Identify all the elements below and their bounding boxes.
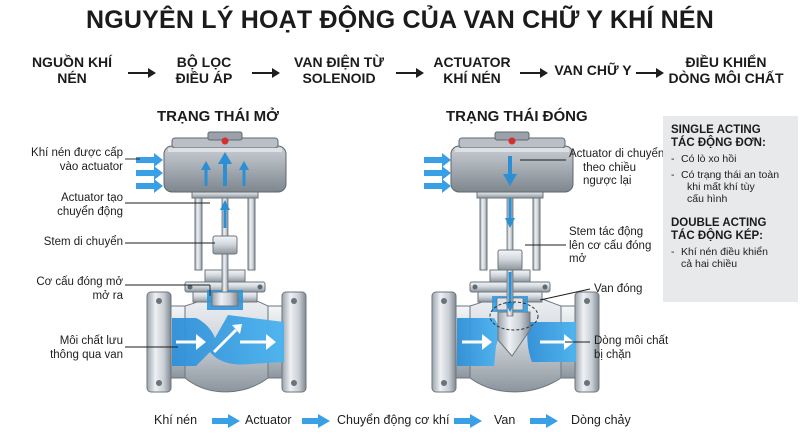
flow-step-y-valve: VAN CHỮ Y bbox=[554, 62, 632, 78]
open-state-title: TRẠNG THÁI MỞ bbox=[157, 108, 279, 125]
flow-arrow-icon bbox=[128, 68, 156, 78]
blue-arrow-icon bbox=[302, 414, 330, 428]
closed-leader-lines bbox=[520, 159, 591, 343]
flow-arrow-icon bbox=[520, 68, 548, 78]
closed-label-valve-closed: Van đóng bbox=[594, 283, 643, 295]
single-acting-subtitle: TÁC ĐỘNG ĐƠN: bbox=[671, 137, 766, 149]
bottom-step-flow: Dòng chảy bbox=[571, 413, 631, 427]
single-acting-title: SINGLE ACTING bbox=[671, 124, 761, 136]
bottom-flow: Khí nén Actuator Chuyển động cơ khí Van … bbox=[0, 411, 800, 431]
open-leader-lines bbox=[125, 158, 215, 348]
double-acting-subtitle: TÁC ĐỘNG KÉP: bbox=[671, 230, 763, 242]
flow-arrow-icon bbox=[252, 68, 280, 78]
bottom-step-actuator: Actuator bbox=[245, 413, 292, 427]
acting-type-panel: SINGLE ACTING TÁC ĐỘNG ĐƠN: -Có lò xo hồ… bbox=[663, 116, 798, 302]
bottom-step-valve: Van bbox=[494, 413, 516, 427]
bottom-step-air: Khí nén bbox=[154, 413, 198, 427]
closed-state-title: TRẠNG THÁI ĐÓNG bbox=[446, 108, 588, 125]
flow-arrow-icon bbox=[636, 68, 664, 78]
page-title: NGUYÊN LÝ HOẠT ĐỘNG CỦA VAN CHỮ Y KHÍ NÉ… bbox=[85, 6, 715, 34]
blue-arrow-icon bbox=[212, 414, 240, 428]
blue-arrow-icon bbox=[454, 414, 482, 428]
open-valve-illustration bbox=[136, 131, 307, 393]
bottom-step-mechanical: Chuyển động cơ khí bbox=[337, 413, 450, 427]
closed-label-actuator-reverse: Actuator di chuyển theo chiều ngược lại bbox=[569, 148, 665, 187]
flow-arrow-icon bbox=[396, 68, 424, 78]
closed-label-stem-acts: Stem tác động lên cơ cấu đóng mở bbox=[569, 226, 652, 265]
single-acting-item: -Có lò xo hồi bbox=[671, 153, 737, 165]
open-label-stem-moves: Stem di chuyển bbox=[43, 236, 123, 248]
blue-arrow-icon bbox=[530, 414, 558, 428]
closed-valve-illustration bbox=[424, 131, 600, 393]
double-acting-title: DOUBLE ACTING bbox=[671, 217, 767, 229]
